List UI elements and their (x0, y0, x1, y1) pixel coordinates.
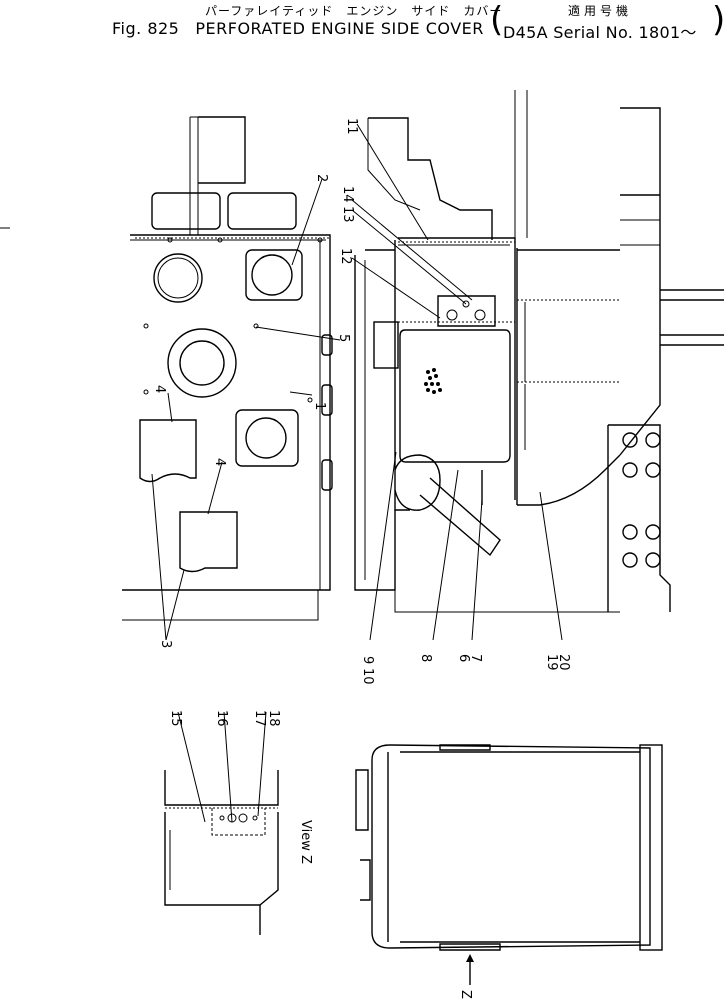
title: PERFORATED ENGINE SIDE COVER (195, 19, 484, 38)
callout-1: 1 (312, 402, 327, 410)
top-view-drawing (355, 744, 663, 985)
header: パーファレイティッド エンジン サイド カバー Fig. 825 PERFORAT… (0, 0, 726, 44)
callout-19: 19 (544, 654, 559, 671)
leader-lines (151, 123, 563, 823)
paren-right: ) (712, 0, 726, 40)
arrow-z-label: Z (458, 990, 473, 999)
callout-20: 20 (556, 654, 571, 671)
view-z-label: View Z (298, 820, 313, 864)
callout-15: 15 (168, 710, 183, 727)
callout-16: 16 (214, 710, 229, 727)
callout-3: 3 (158, 640, 173, 648)
applicability: D45A Serial No. 1801～ (503, 23, 697, 42)
cover-assembly (354, 90, 724, 613)
paren-left: ( (490, 0, 504, 40)
callout-11: 11 (344, 118, 359, 135)
callout-17: 17 (252, 710, 267, 727)
figure-title: Fig. 825 PERFORATED ENGINE SIDE COVER (112, 19, 500, 38)
view-z-drawing (164, 770, 279, 935)
callout-14: 14 (340, 186, 355, 203)
callout-12: 12 (338, 248, 353, 265)
callouts: 1 2 3 4 4 5 6 7 8 9 10 11 12 13 14 15 16… (152, 118, 571, 999)
fig-label: Fig. 825 (112, 19, 180, 38)
callout-2: 2 (314, 174, 329, 182)
callout-18: 18 (266, 710, 281, 727)
callout-10: 10 (360, 668, 375, 685)
applicability-jp: 適用号機 (568, 4, 633, 18)
perforation-cluster (424, 368, 442, 394)
callout-9: 9 (360, 656, 375, 664)
japanese-title: パーファレイティッド エンジン サイド カバー (205, 4, 503, 18)
engine-side-panel (122, 116, 333, 621)
callout-4b: 4 (212, 458, 227, 466)
callout-13: 13 (340, 206, 355, 223)
callout-7: 7 (468, 654, 483, 662)
callout-4a: 4 (152, 385, 167, 393)
callout-8: 8 (418, 654, 433, 662)
callout-5: 5 (336, 334, 351, 342)
callout-6: 6 (456, 654, 471, 662)
